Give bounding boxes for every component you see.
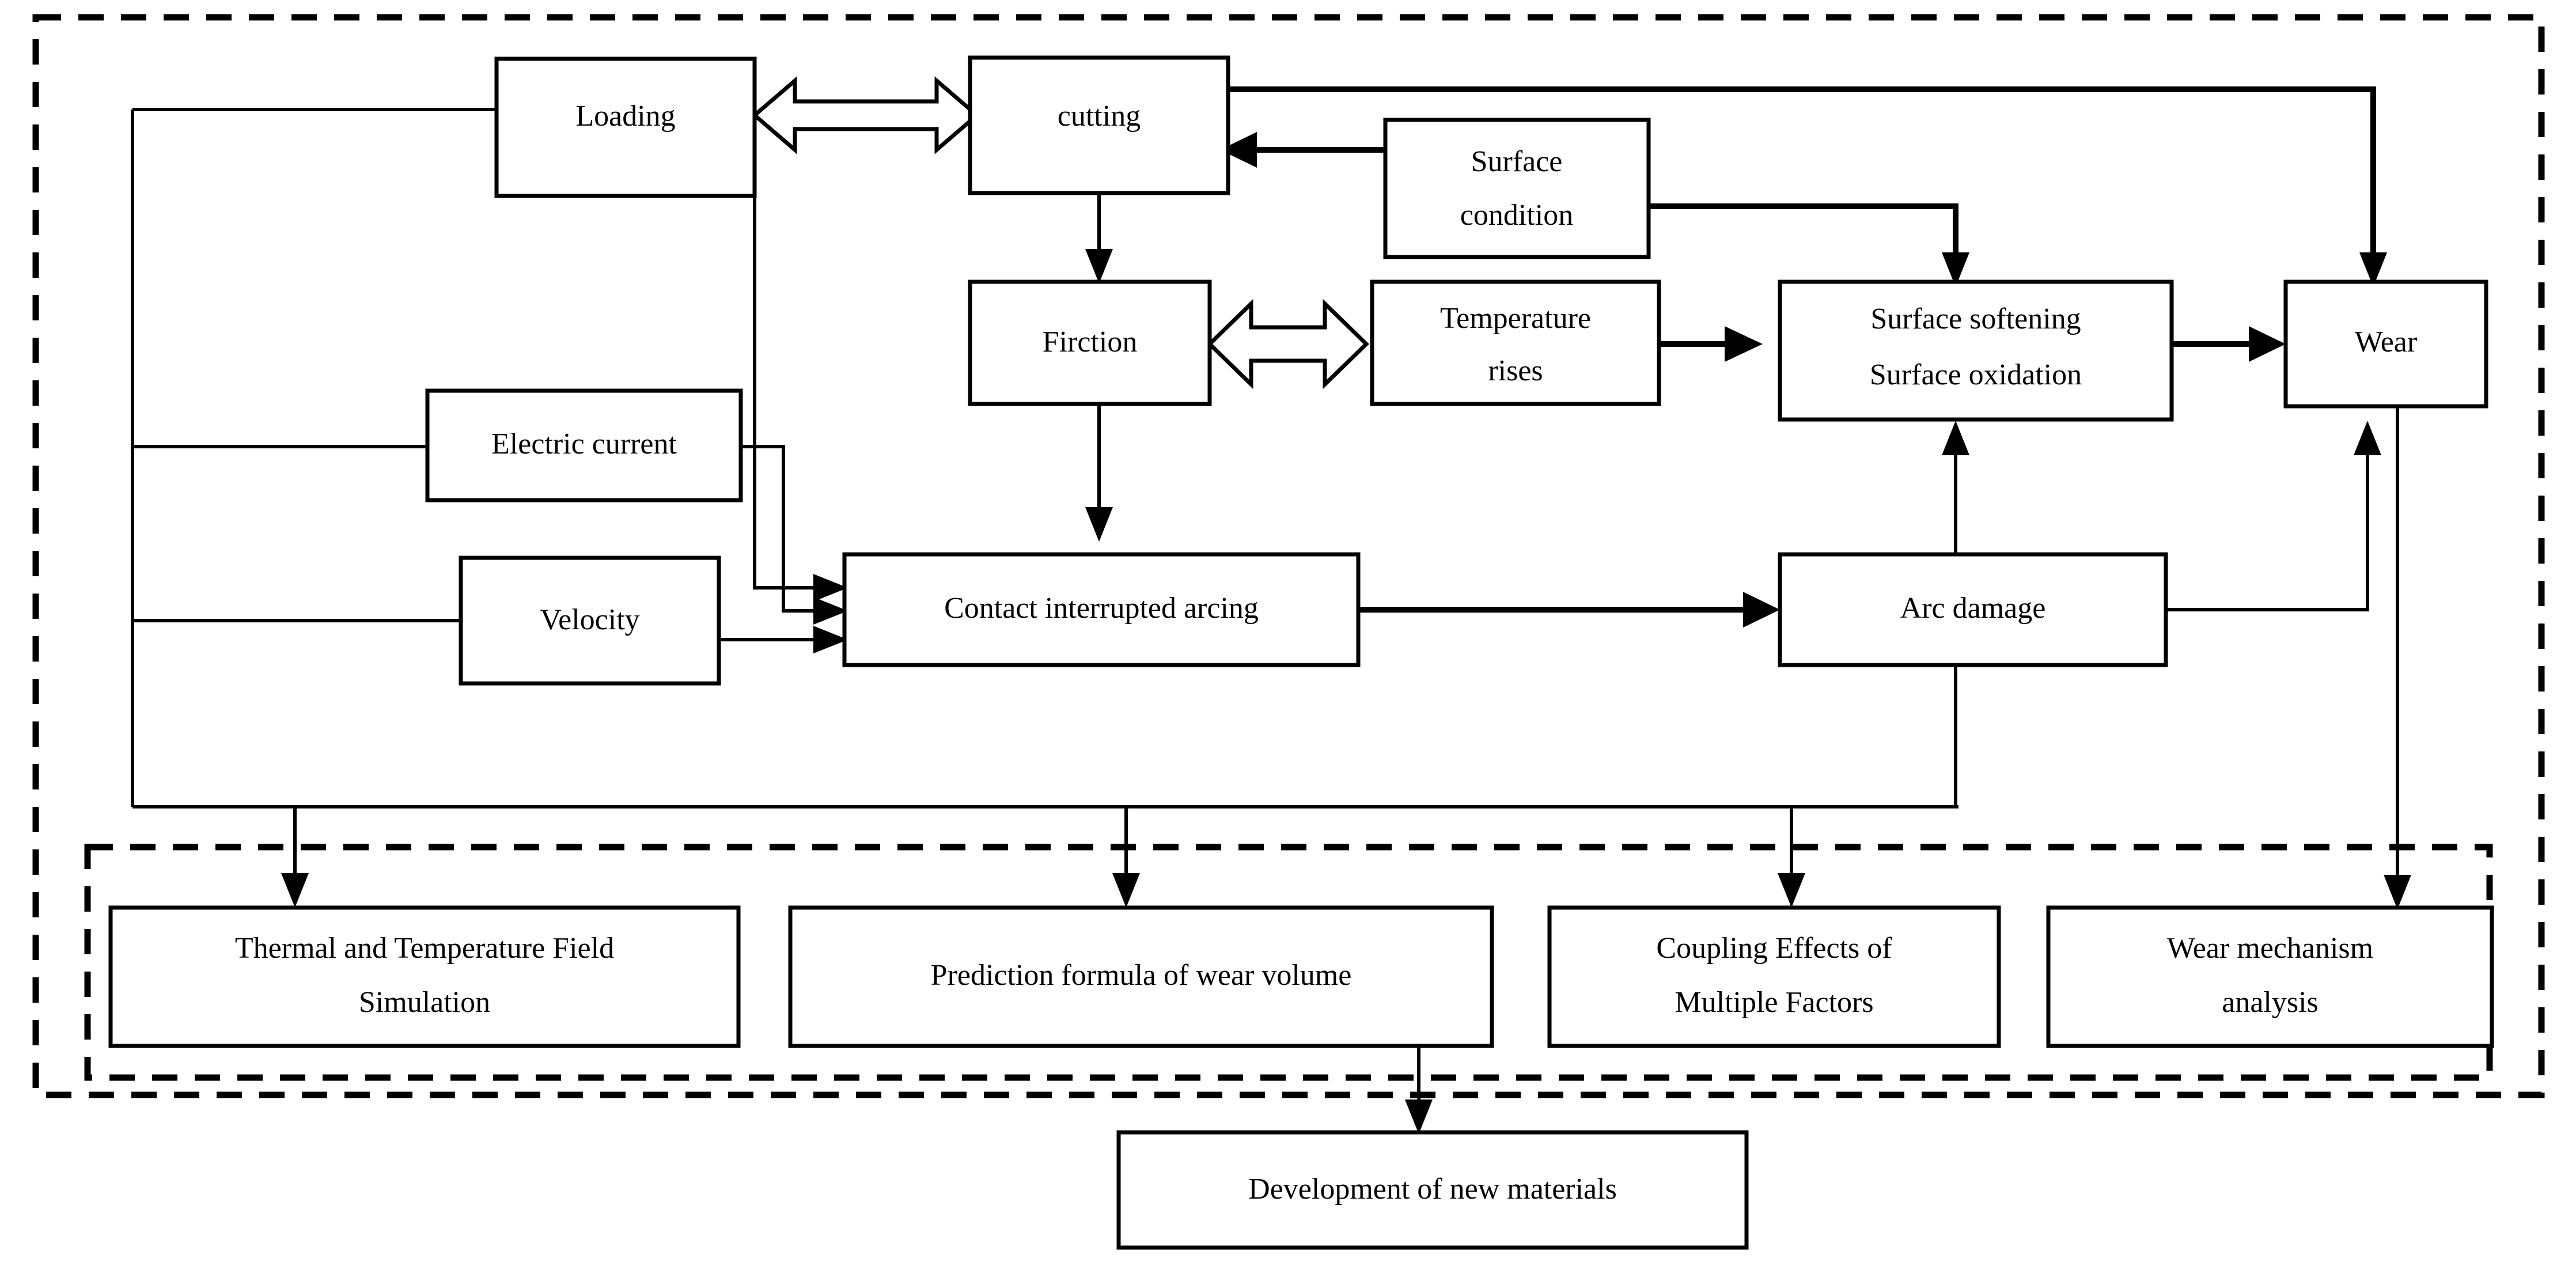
node-thermal-sim-label-line2: Simulation	[359, 986, 490, 1019]
node-electric-current[interactable]: Electric current	[425, 388, 743, 502]
node-development-of-new-materials[interactable]: Development of new materials	[1116, 1130, 1749, 1250]
node-temperature-rises-label-line1: Temperature	[1440, 302, 1591, 335]
node-temperature-rises-label-line2: rises	[1488, 354, 1543, 387]
node-surface-softening-label-line1: Surface softening	[1870, 303, 2081, 335]
node-velocity-label: Velocity	[540, 603, 639, 636]
arrowhead-arc-damage-to-surface-softening	[1942, 421, 1969, 455]
connector-arc-damage-to-bottom-rail	[1954, 643, 1958, 808]
node-development-label: Development of new materials	[1248, 1173, 1617, 1206]
arrowhead-cutting-to-firction	[1085, 249, 1113, 284]
bidirectional-arrow-firction-temperature	[1206, 299, 1370, 390]
node-thermal-temperature-field-simulation[interactable]: Thermal and Temperature Field Simulation	[108, 905, 741, 1048]
node-surface-condition[interactable]: Surface condition	[1383, 118, 1651, 259]
node-surface-softening-oxidation[interactable]: Surface softening Surface oxidation	[1778, 279, 2174, 422]
node-coupling-label-line2: Multiple Factors	[1675, 986, 1873, 1019]
node-loading-label: Loading	[575, 100, 675, 133]
arrowhead-contact-arcing-to-arc-damage	[1743, 592, 1780, 628]
node-contact-arcing-label: Contact interrupted arcing	[944, 592, 1259, 625]
arrowhead-arc-damage-to-wear	[2354, 421, 2381, 455]
arrowhead-velocity-to-contact-arcing	[813, 626, 848, 653]
arrowhead-firction-to-contact-arcing	[1085, 507, 1113, 542]
node-cutting-label: cutting	[1058, 100, 1141, 133]
arrowhead-electric-current-to-contact-arcing	[813, 597, 848, 625]
node-coupling-label-line1: Coupling Effects of	[1656, 932, 1892, 965]
node-wear[interactable]: Wear	[2283, 279, 2488, 409]
bidirectional-arrow-loading-cutting	[751, 76, 980, 154]
connector-electric-current-to-contact-arcing	[741, 445, 829, 613]
node-contact-interrupted-arcing[interactable]: Contact interrupted arcing	[842, 552, 1361, 667]
connector-loading-to-contact-arcing	[753, 196, 829, 590]
node-firction-label: Firction	[1043, 326, 1138, 358]
arrowhead-prediction-to-development	[1405, 1099, 1433, 1134]
node-prediction-formula-label: Prediction formula of wear volume	[931, 959, 1352, 992]
connector-arc-damage-to-wear	[2166, 441, 2369, 611]
connector-surface-condition-to-surface-softening	[1649, 203, 1958, 265]
node-surface-softening-label-line2: Surface oxidation	[1870, 358, 2082, 391]
outer-dashed-frame	[32, 14, 2545, 1098]
node-arc-damage[interactable]: Arc damage	[1778, 552, 2168, 667]
arrowhead-wear-to-wear-mechanism	[2384, 875, 2411, 909]
node-wear-mechanism-label-line1: Wear mechanism	[2167, 932, 2373, 965]
node-firction[interactable]: Firction	[968, 279, 1212, 406]
node-thermal-sim-label-line1: Thermal and Temperature Field	[235, 932, 614, 965]
node-wear-mechanism-label-line2: analysis	[2222, 986, 2319, 1019]
arrowhead-coupling-effects	[1778, 873, 1805, 908]
node-velocity[interactable]: Velocity	[459, 556, 721, 686]
node-wear-label: Wear	[2355, 326, 2417, 358]
arrowhead-thermal-sim	[281, 873, 309, 908]
node-surface-condition-label-line2: condition	[1460, 199, 1573, 232]
node-prediction-formula-of-wear-volume[interactable]: Prediction formula of wear volume	[788, 905, 1494, 1048]
node-temperature-rises[interactable]: Temperature rises	[1370, 279, 1661, 406]
connector-cutting-to-wear	[1227, 86, 2376, 265]
node-cutting[interactable]: cutting	[968, 55, 1230, 195]
node-loading[interactable]: Loading	[494, 56, 757, 198]
node-coupling-effects-multiple-factors[interactable]: Coupling Effects of Multiple Factors	[1547, 905, 2001, 1048]
node-arc-damage-label: Arc damage	[1900, 592, 2046, 625]
arrowhead-cutting-to-wear	[2359, 252, 2387, 287]
node-wear-mechanism-analysis[interactable]: Wear mechanism analysis	[2046, 905, 2494, 1048]
arrowhead-surface-condition-to-surface-softening	[1942, 252, 1969, 287]
node-electric-current-label: Electric current	[491, 428, 677, 460]
arrowhead-prediction-formula	[1112, 873, 1140, 908]
arrowhead-surface-softening-to-wear	[2249, 326, 2286, 362]
arrowhead-surface-condition-to-cutting	[1220, 132, 1257, 168]
node-surface-condition-label-line1: Surface	[1471, 145, 1563, 178]
arrowhead-loading-to-contact-arcing	[813, 574, 848, 602]
arrowhead-temperature-to-surface-softening	[1725, 326, 1763, 362]
